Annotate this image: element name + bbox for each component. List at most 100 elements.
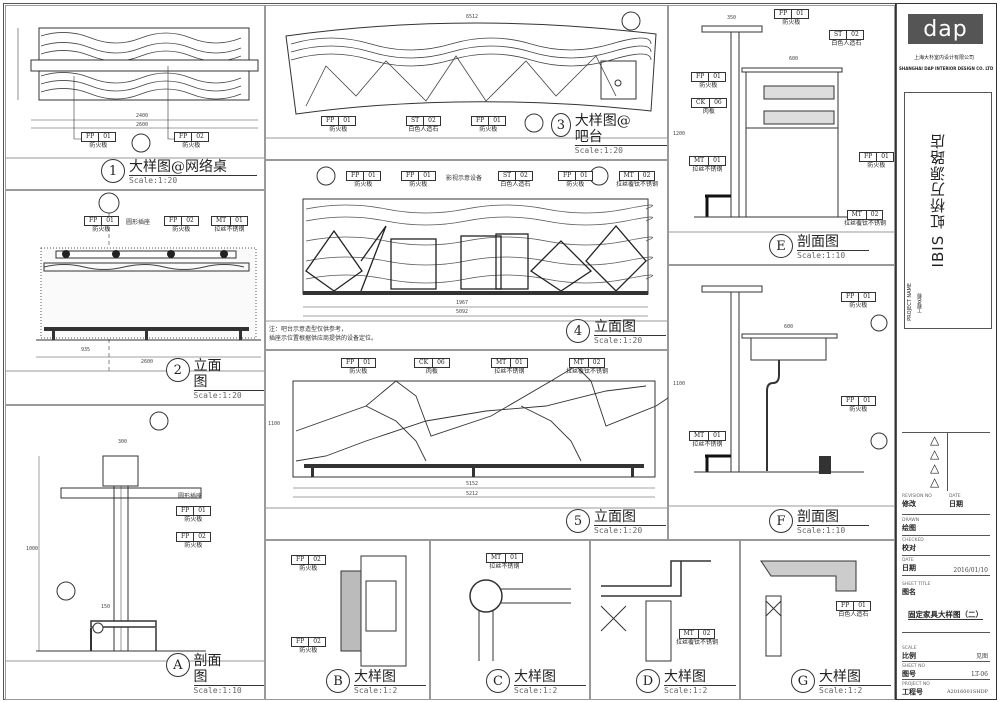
- detail-d-drawing: [600, 560, 711, 662]
- view-name: 大样图@网络桌: [129, 159, 257, 176]
- material-code: FP: [347, 172, 365, 180]
- bar-counter-elevation-drawing: [266, 166, 669, 322]
- view-number-circle: 5: [566, 509, 590, 533]
- material-code: FP: [472, 117, 490, 125]
- material-label: 防火板: [329, 126, 348, 133]
- bar-counter-plan-drawing: [266, 11, 669, 139]
- material-label: 防火板: [349, 368, 368, 375]
- checked-row: CHECKED 校对: [902, 538, 990, 556]
- dimension-label: 5092: [456, 309, 469, 315]
- view-name: 立面图: [594, 509, 666, 526]
- material-code: FP: [342, 359, 360, 367]
- material-code: FP: [322, 117, 340, 125]
- material-code: FP: [842, 293, 860, 301]
- dimension-label: 2600: [136, 122, 149, 128]
- project-name-caption: PROJECT NAME: [907, 283, 913, 321]
- scale-label: 比例: [902, 652, 916, 660]
- material-code: CK: [692, 99, 711, 107]
- sheet-no-value: LT-06: [971, 671, 988, 678]
- material-code: ST: [830, 31, 848, 39]
- view-scale: Scale:1:10: [797, 526, 846, 535]
- material-number: 06: [714, 99, 722, 106]
- material-code: FP: [292, 638, 310, 646]
- material-code: MT: [620, 172, 639, 180]
- dimension-label: 1967: [456, 300, 469, 306]
- material-code: FP: [837, 602, 855, 610]
- view-scale: Scale:1:2: [819, 686, 863, 695]
- material-label: 肉板: [702, 108, 715, 115]
- revision-label: 修改: [902, 500, 916, 508]
- material-number: 01: [863, 293, 871, 300]
- date-label: 日期: [902, 564, 916, 572]
- material-number: 02: [870, 211, 879, 218]
- dimension-label: 5152: [466, 481, 479, 487]
- sheet-title-label: 图名: [902, 588, 916, 596]
- material-label: 防火板: [782, 19, 801, 26]
- material-number: 02: [702, 630, 711, 637]
- material-code: MT: [690, 157, 710, 165]
- material-code: MT: [212, 217, 232, 225]
- dimension-label: 300: [118, 439, 128, 445]
- view-number-circle: A: [166, 653, 190, 677]
- scale-caption: SCALE: [902, 646, 917, 651]
- material-code: FP: [775, 10, 793, 18]
- material-code: MT: [680, 630, 699, 638]
- material-code: MT: [848, 211, 867, 219]
- drawn-label: 绘图: [902, 524, 916, 532]
- material-label: 防火板: [89, 142, 108, 149]
- material-code: MT: [690, 432, 710, 440]
- material-code: FP: [842, 397, 860, 405]
- material-number: 01: [713, 157, 721, 164]
- material-label: 防火板: [566, 181, 585, 188]
- view-name: 大样图: [514, 669, 586, 686]
- view-number-circle: D: [636, 669, 660, 693]
- material-number: 01: [235, 217, 243, 224]
- revision-row: REVISION NO 修改 DATE 日期: [902, 494, 990, 515]
- material-number: 01: [103, 133, 111, 140]
- view-number-circle: 2: [166, 358, 190, 382]
- material-label: 拉丝不锈钢: [214, 226, 245, 233]
- material-code: FP: [85, 217, 103, 225]
- view-number-circle: F: [769, 509, 793, 533]
- view-name: 立面图: [594, 319, 666, 336]
- material-code: MT: [570, 359, 589, 367]
- view-scale: Scale:1:10: [193, 686, 242, 695]
- desk-elevation-drawing: [6, 192, 266, 372]
- material-number: 01: [493, 117, 501, 124]
- material-code: FP: [175, 133, 193, 141]
- detail-g-drawing: [760, 560, 857, 657]
